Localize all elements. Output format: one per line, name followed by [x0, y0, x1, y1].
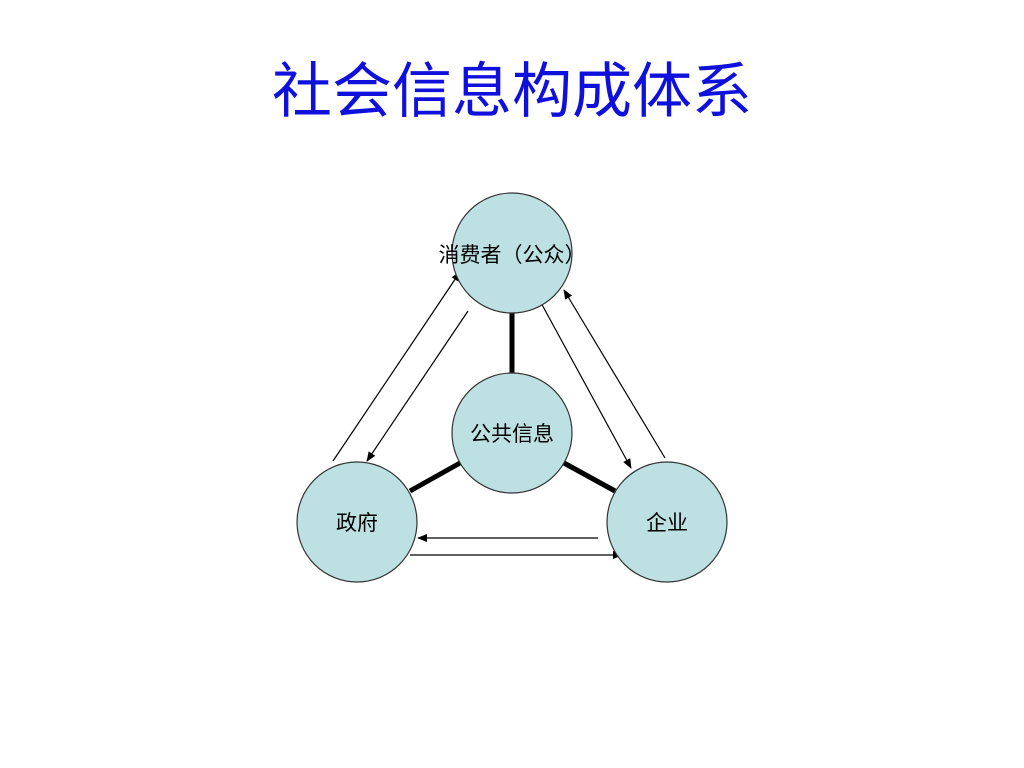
connector-center-government [408, 460, 462, 494]
connector-center-enterprise [562, 460, 617, 494]
node-government-label: 政府 [336, 511, 378, 535]
node-enterprise: 企业 [606, 461, 728, 583]
node-enterprise-label: 企业 [646, 511, 688, 535]
arrow-consumer-to-government [366, 310, 469, 462]
node-government: 政府 [296, 461, 418, 583]
node-public-info: 公共信息 [451, 372, 573, 494]
node-consumer: 消费者（公众） [439, 192, 586, 314]
arrow-enterprise-to-consumer [563, 289, 666, 459]
arrow-consumer-to-enterprise [539, 300, 632, 469]
page-title: 社会信息构成体系 [272, 57, 752, 127]
node-consumer-label: 消费者（公众） [439, 243, 586, 267]
arrow-government-to-consumer [332, 271, 461, 462]
node-public-info-label: 公共信息 [470, 422, 554, 446]
